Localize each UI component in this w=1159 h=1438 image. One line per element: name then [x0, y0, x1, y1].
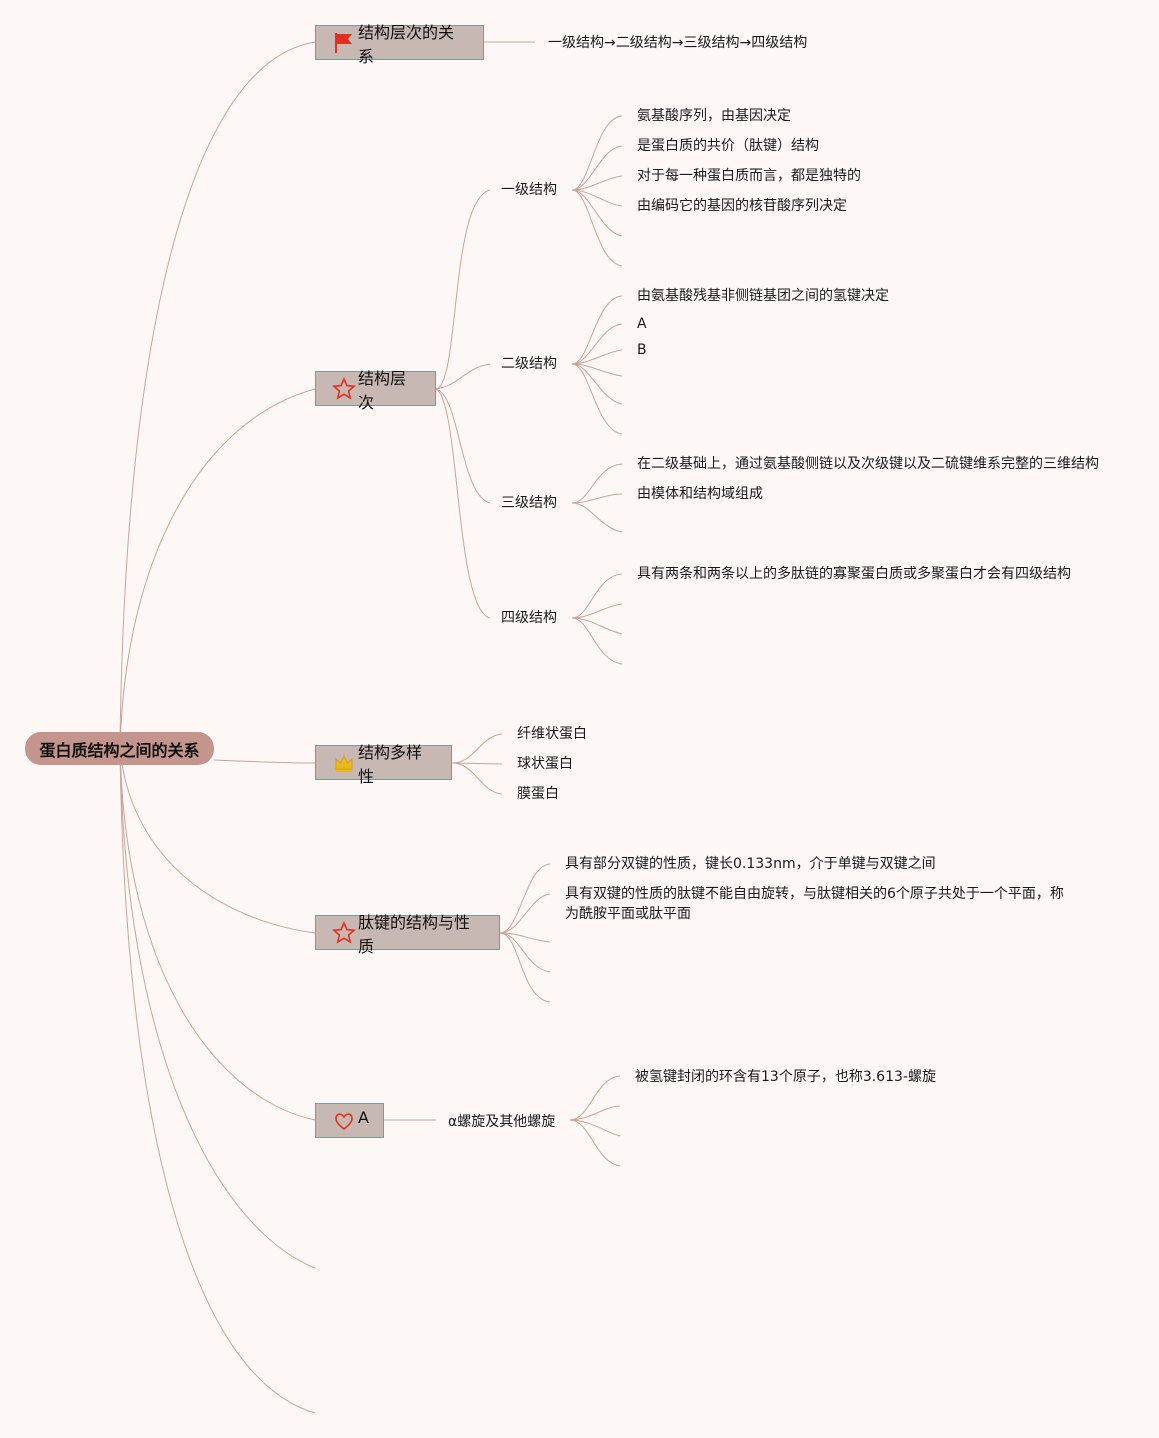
leaf-text: 具有部分双键的性质，键长0.133nm，介于单键与双键之间: [565, 856, 936, 872]
topic-label: 结构层次: [358, 368, 407, 412]
topic-label: 结构多样性: [358, 742, 423, 786]
leaf-text: 氨基酸序列，由基因决定: [637, 108, 791, 124]
topic-label: 肽键的结构与性质: [358, 912, 471, 956]
star-icon: [332, 376, 356, 401]
leaf-text: 膜蛋白: [517, 786, 559, 802]
topic-structure-levels[interactable]: 结构层次: [315, 369, 436, 412]
leaf-text: A: [637, 316, 647, 332]
leaf-text: 被氢键封闭的环含有13个原子，也称3.613-螺旋: [635, 1069, 936, 1085]
topic-structure-diversity[interactable]: 结构多样性: [315, 743, 452, 786]
topic-peptide-bond[interactable]: 肽键的结构与性质: [315, 913, 500, 956]
star-icon: [332, 920, 356, 945]
leaf-text: 在二级基础上，通过氨基酸侧链以及次级键以及二硫键维系完整的三维结构: [637, 456, 1099, 472]
leaf-text: 具有两条和两条以上的多肽链的寡聚蛋白质或多聚蛋白才会有四级结构: [637, 566, 1071, 582]
leaf-structure-chain: 一级结构→二级结构→三级结构→四级结构: [548, 35, 808, 51]
sub-alpha-helix[interactable]: α螺旋及其他螺旋: [448, 1114, 556, 1130]
leaf-text: 由氨基酸残基非侧链基团之间的氢键决定: [637, 288, 889, 304]
leaf-text: B: [637, 342, 647, 358]
leaf-text: 由编码它的基因的核苷酸序列决定: [637, 198, 847, 214]
leaf-text: 对于每一种蛋白质而言，都是独特的: [637, 168, 861, 184]
leaf-text: 由模体和结构域组成: [637, 486, 763, 502]
topic-label: A: [358, 1108, 369, 1127]
sub-quaternary-structure[interactable]: 四级结构: [501, 610, 557, 626]
heart-icon: [332, 1109, 356, 1133]
leaf-text: 球状蛋白: [517, 756, 573, 772]
flag-icon: [332, 31, 356, 55]
leaf-text: 纤维状蛋白: [517, 726, 587, 742]
leaf-text: 是蛋白质的共价（肽键）结构: [637, 138, 819, 154]
root-label: 蛋白质结构之间的关系: [39, 740, 200, 760]
crown-icon: [332, 751, 356, 775]
topic-structure-relation[interactable]: 结构层次的关系: [315, 23, 484, 66]
sub-primary-structure[interactable]: 一级结构: [501, 182, 557, 198]
sub-tertiary-structure[interactable]: 三级结构: [501, 495, 557, 511]
topic-a[interactable]: A: [315, 1103, 384, 1138]
leaf-text: 具有双键的性质的肽键不能自由旋转，与肽键相关的6个原子共处于一个平面，称为酰胺平…: [565, 886, 1064, 922]
topic-label: 结构层次的关系: [358, 22, 455, 66]
sub-secondary-structure[interactable]: 二级结构: [501, 356, 557, 372]
root-node[interactable]: 蛋白质结构之间的关系: [25, 732, 214, 765]
